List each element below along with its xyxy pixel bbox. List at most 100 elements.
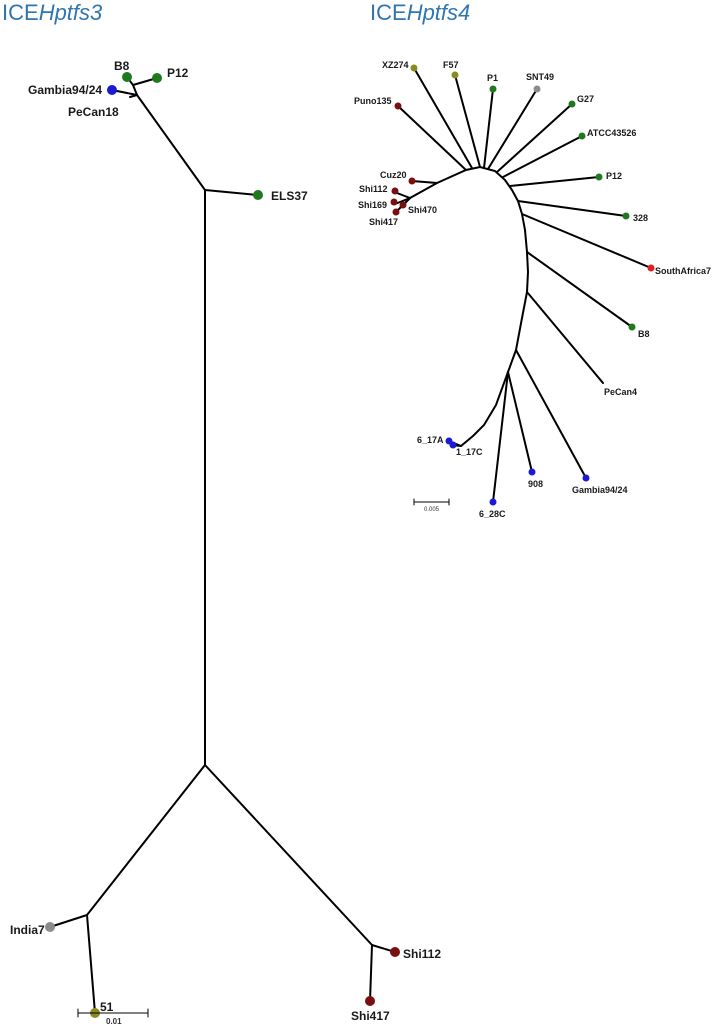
leaf-label: F57 <box>443 60 459 70</box>
leaf-label: Shi112 <box>403 947 441 961</box>
leaf-node <box>152 73 162 83</box>
leaf-node <box>122 72 132 82</box>
leaf-label: Shi417 <box>369 217 398 227</box>
leaf-label: P12 <box>606 171 622 181</box>
leaf-label: Gambia94/24 <box>28 83 102 97</box>
leaf-label: PeCan18 <box>68 105 119 119</box>
right-tree-title: ICEHptfs4 <box>370 0 470 26</box>
left-tree-title: ICEHptfs3 <box>2 0 102 26</box>
leaf-node <box>399 201 407 209</box>
leaf-node <box>595 173 603 181</box>
branch <box>496 103 573 173</box>
branch <box>86 764 206 916</box>
branch <box>204 764 373 946</box>
leaf-label: SNT49 <box>526 72 554 82</box>
leaf-label: 6_17A <box>417 435 444 445</box>
branch <box>397 105 467 171</box>
right-title-prefix: ICE <box>370 0 407 25</box>
leaf-node <box>489 85 497 93</box>
leaf-node <box>365 996 375 1006</box>
leaf-node <box>582 474 590 482</box>
leaf-label: Shi112 <box>359 184 388 194</box>
branch <box>369 944 373 1002</box>
right-leaf-labels: XZ274 F57 P1 SNT49 G27 ATCC43526 Puno135… <box>354 60 711 519</box>
leaf-label: P12 <box>167 66 189 80</box>
branch <box>487 88 538 170</box>
branch <box>492 371 509 503</box>
left-title-prefix: ICE <box>2 0 39 25</box>
leaf-node <box>528 468 536 476</box>
leaf-node <box>253 190 263 200</box>
leaf-node <box>568 100 576 108</box>
leaf-label: XZ274 <box>382 60 409 70</box>
leaf-label: Shi169 <box>358 200 387 210</box>
leaf-label: 908 <box>528 479 543 489</box>
branch-backbone <box>409 165 530 447</box>
branch <box>502 135 583 178</box>
right-scale-bar: 0.005 <box>413 498 450 513</box>
leaf-node <box>628 323 636 331</box>
leaf-node <box>391 187 399 195</box>
branch <box>411 180 438 184</box>
leaf-node <box>394 102 402 110</box>
leaf-label: B8 <box>114 59 130 73</box>
leaf-node <box>392 208 400 216</box>
branch <box>49 914 88 928</box>
left-tree-branches <box>49 76 396 1014</box>
leaf-label: Shi417 <box>351 1009 390 1023</box>
leaf-node <box>647 264 655 272</box>
leaf-node <box>390 198 398 206</box>
branch <box>483 88 494 169</box>
right-leaf-nodes <box>390 64 655 506</box>
left-tree: B8 P12 Gambia94/24 PeCan18 ELS37 India7 … <box>10 59 441 1026</box>
branch <box>509 176 600 187</box>
leaf-label: SouthAfrica7 <box>655 266 711 276</box>
branch <box>413 67 473 169</box>
branch <box>526 251 633 328</box>
left-leaf-nodes <box>45 72 400 1018</box>
leaf-label: Gambia94/24 <box>572 485 628 495</box>
left-scale-bar: 0.01 <box>77 1008 149 1026</box>
leaf-label: ATCC43526 <box>587 128 636 138</box>
branch <box>394 197 411 205</box>
branch <box>132 84 138 96</box>
right-tree: XZ274 F57 P1 SNT49 G27 ATCC43526 Puno135… <box>354 60 711 519</box>
scale-bar-label: 0.005 <box>424 507 440 513</box>
leaf-node <box>107 85 117 95</box>
leaf-node <box>410 64 418 72</box>
leaf-label: P1 <box>487 73 498 83</box>
branch <box>454 74 481 168</box>
leaf-node <box>533 85 541 93</box>
branch <box>515 349 587 479</box>
leaf-label: ELS37 <box>271 189 308 203</box>
leaf-label: PeCan4 <box>604 387 637 397</box>
branch <box>204 189 259 196</box>
branch <box>526 291 604 384</box>
leaf-node <box>449 441 457 449</box>
leaf-label: India7 <box>10 923 45 937</box>
left-title-italic: Hptfs3 <box>38 0 103 25</box>
branch <box>129 94 138 98</box>
leaf-label: 6_28C <box>479 509 506 519</box>
scale-bar-label: 0.01 <box>106 1017 122 1026</box>
right-title-italic: Hptfs4 <box>406 0 471 25</box>
leaf-label: G27 <box>577 94 594 104</box>
leaf-label: Shi470 <box>408 205 437 215</box>
leaf-label: 51 <box>100 1000 114 1014</box>
leaf-label: Puno135 <box>354 96 392 106</box>
leaf-node <box>45 922 55 932</box>
branch <box>86 914 96 1014</box>
leaf-label: 1_17C <box>456 447 483 457</box>
leaf-node <box>622 212 630 220</box>
branch <box>517 200 627 217</box>
branch <box>396 192 411 199</box>
leaf-node <box>408 177 416 185</box>
branch <box>136 94 206 191</box>
leaf-node <box>489 498 497 506</box>
branch <box>507 371 533 473</box>
leaf-label: 328 <box>633 213 648 223</box>
leaf-label: B8 <box>638 329 650 339</box>
leaf-node <box>390 947 400 957</box>
left-leaf-labels: B8 P12 Gambia94/24 PeCan18 ELS37 India7 … <box>10 59 441 1023</box>
